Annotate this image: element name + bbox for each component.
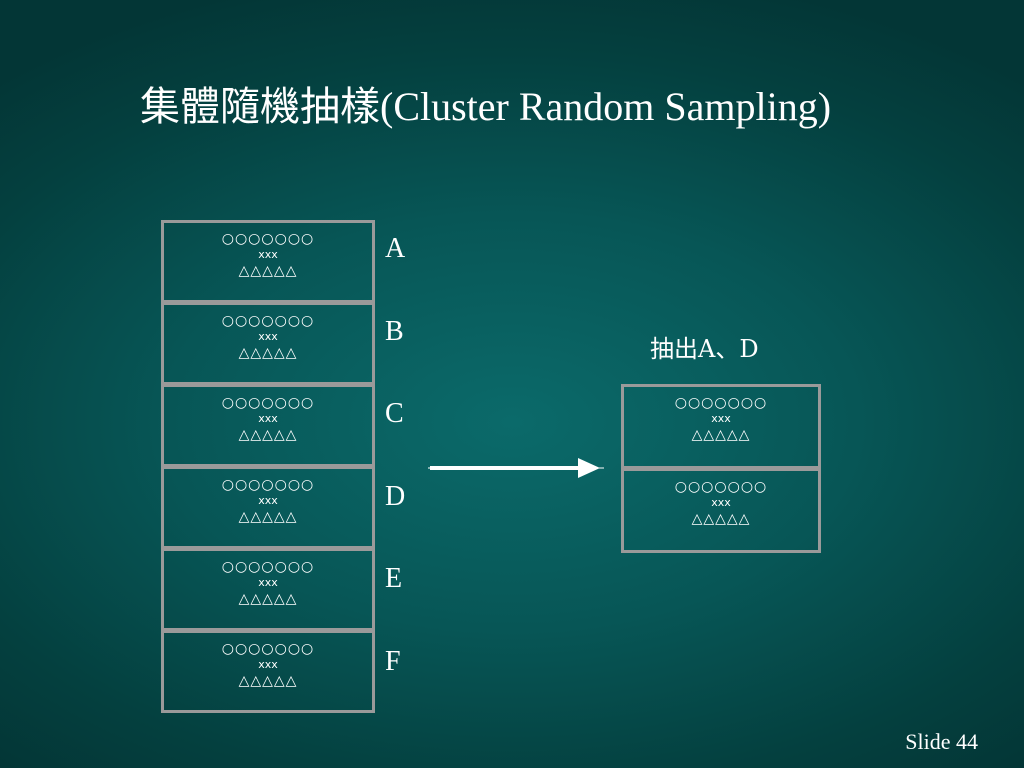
cluster-triangles: △△△△△ (238, 345, 298, 361)
cluster-e-box: ○○○○○○○ xxx △△△△△ (161, 548, 375, 631)
sampled-clusters: ○○○○○○○ xxx △△△△△ ○○○○○○○ xxx △△△△△ (621, 384, 821, 554)
cluster-f-box: ○○○○○○○ xxx △△△△△ (161, 630, 375, 713)
cluster-circles: ○○○○○○○ (674, 479, 768, 495)
slide-title: 集體隨機抽樣(Cluster Random Sampling) (140, 78, 840, 136)
cluster-label-a: A (385, 233, 406, 264)
cluster-circles: ○○○○○○○ (221, 231, 315, 247)
cluster-crosses: xxx (258, 412, 278, 425)
cluster-label-e: E (385, 563, 403, 594)
cluster-triangles: △△△△△ (238, 591, 298, 607)
cluster-crosses: xxx (258, 248, 278, 261)
cluster-label-b: B (385, 315, 404, 347)
cluster-a-box: ○○○○○○○ xxx △△△△△ (161, 220, 375, 303)
cluster-triangles: △△△△△ (691, 427, 751, 443)
cluster-circles: ○○○○○○○ (221, 395, 315, 411)
population-clusters: ○○○○○○○ xxx △△△△△ ○○○○○○○ xxx △△△△△ ○○○○… (161, 220, 375, 718)
sampled-cluster-a-box: ○○○○○○○ xxx △△△△△ (621, 384, 821, 469)
cluster-circles: ○○○○○○○ (221, 559, 315, 575)
slide-number: Slide 44 (905, 729, 978, 754)
cluster-triangles: △△△△△ (238, 673, 298, 689)
cluster-circles: ○○○○○○○ (674, 395, 768, 411)
cluster-triangles: △△△△△ (238, 263, 298, 279)
title-english: (Cluster Random Sampling) (380, 84, 832, 129)
cluster-c-box: ○○○○○○○ xxx △△△△△ (161, 384, 375, 467)
selection-note: 抽出A、D (650, 335, 759, 363)
sampled-cluster-d-box: ○○○○○○○ xxx △△△△△ (621, 468, 821, 553)
cluster-crosses: xxx (258, 658, 278, 671)
cluster-circles: ○○○○○○○ (221, 313, 315, 329)
title-cjk: 集體隨機抽樣 (140, 84, 380, 130)
cluster-triangles: △△△△△ (691, 511, 751, 527)
cluster-crosses: xxx (711, 412, 731, 425)
cluster-label-d: D (385, 480, 406, 512)
cluster-circles: ○○○○○○○ (221, 641, 315, 657)
cluster-crosses: xxx (258, 330, 278, 343)
cluster-label-c: C (385, 398, 404, 429)
cluster-b-box: ○○○○○○○ xxx △△△△△ (161, 302, 375, 385)
arrow-icon (428, 455, 608, 488)
cluster-labels: A B C D E F (385, 232, 425, 727)
cluster-crosses: xxx (258, 494, 278, 507)
cluster-triangles: △△△△△ (238, 509, 298, 525)
cluster-label-f: F (385, 645, 401, 677)
cluster-crosses: xxx (258, 576, 278, 589)
cluster-crosses: xxx (711, 496, 731, 509)
cluster-triangles: △△△△△ (238, 427, 298, 443)
cluster-circles: ○○○○○○○ (221, 477, 315, 493)
cluster-d-box: ○○○○○○○ xxx △△△△△ (161, 466, 375, 549)
